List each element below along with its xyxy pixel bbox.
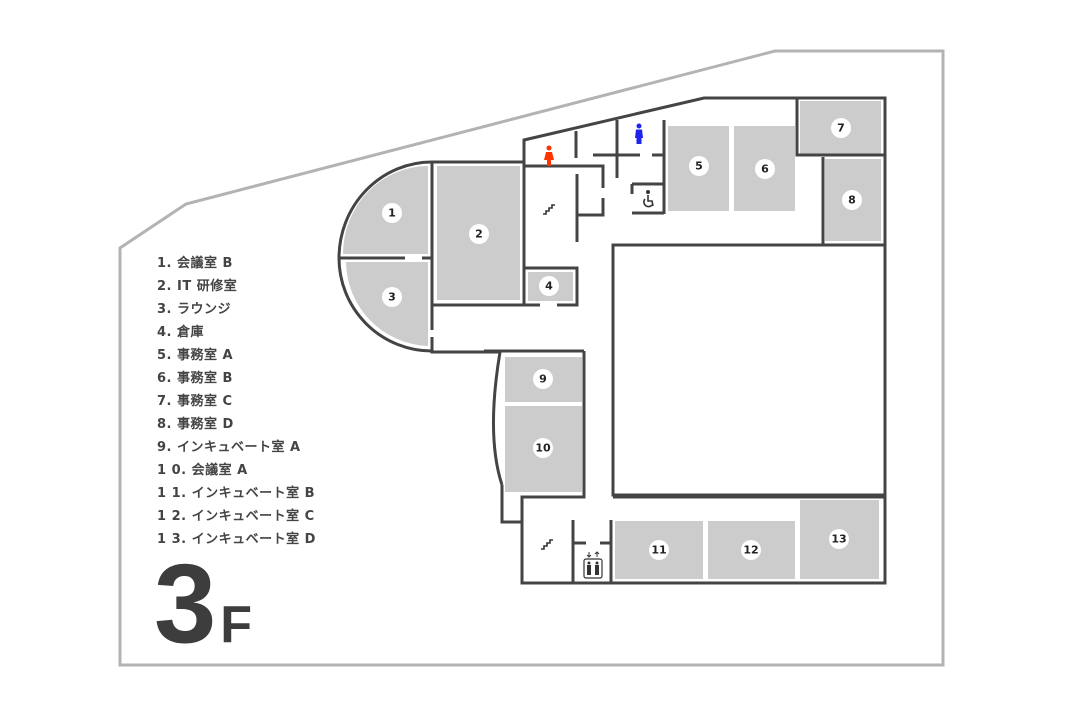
elevator-icon [583,551,603,579]
room-badge-1: 1 [382,203,402,223]
legend-item: 7. 事務室 C [157,394,233,409]
svg-text:12: 12 [743,544,758,557]
svg-text:6: 6 [761,163,769,176]
legend-item: 2. IT 研修室 [157,279,238,294]
legend-item: 3. ラウンジ [157,302,232,317]
legend-item: 8. 事務室 D [157,417,234,432]
svg-text:13: 13 [831,533,846,546]
svg-text:1: 1 [388,207,396,220]
svg-text:10: 10 [535,442,551,455]
legend-item: 9. インキュベート室 A [157,440,301,455]
legend-item: 4. 倉庫 [157,325,205,340]
room-badge-8: 8 [842,190,862,210]
stairs-icon [541,539,553,550]
floor-unit: F [220,596,253,654]
room-badge-10: 10 [533,438,553,458]
legend-item: 5. 事務室 A [157,348,234,363]
svg-text:5: 5 [695,160,703,173]
room-legend: 1. 会議室 B 2. IT 研修室 3. ラウンジ 4. 倉庫 5. 事務室 … [157,252,316,551]
legend-item: 6. 事務室 B [157,371,233,386]
svg-text:11: 11 [651,544,666,557]
legend-item: 1 0. 会議室 A [157,463,248,478]
female-toilet-icon [544,145,554,166]
room-badge-4: 4 [539,276,559,296]
room-badge-5: 5 [689,156,709,176]
legend-item: 1 1. インキュベート室 B [157,486,316,501]
floor-number: 3 [154,541,217,666]
legend-item: 1 2. インキュベート室 C [157,509,315,524]
walls [337,96,887,585]
legend-item: 1 3. インキュベート室 D [157,532,316,547]
svg-text:7: 7 [837,122,845,135]
stairs-icon [543,204,555,215]
svg-text:2: 2 [475,228,483,241]
male-toilet-icon [635,123,643,144]
room-badge-9: 9 [533,369,553,389]
legend-item: 1. 会議室 B [157,256,233,271]
svg-text:3: 3 [388,291,396,304]
room-badge-2: 2 [469,224,489,244]
floor-label: 3F [154,541,253,666]
room-badge-11: 11 [649,540,669,560]
room-badge-13: 13 [829,529,849,549]
room-badge-3: 3 [382,287,402,307]
svg-text:8: 8 [848,194,856,207]
room-badge-12: 12 [741,540,761,560]
svg-text:9: 9 [539,373,547,386]
site-boundary [118,49,945,667]
room-badge-7: 7 [831,118,851,138]
wheelchair-icon [643,190,654,208]
svg-text:4: 4 [545,280,553,293]
room-badge-6: 6 [755,159,775,179]
